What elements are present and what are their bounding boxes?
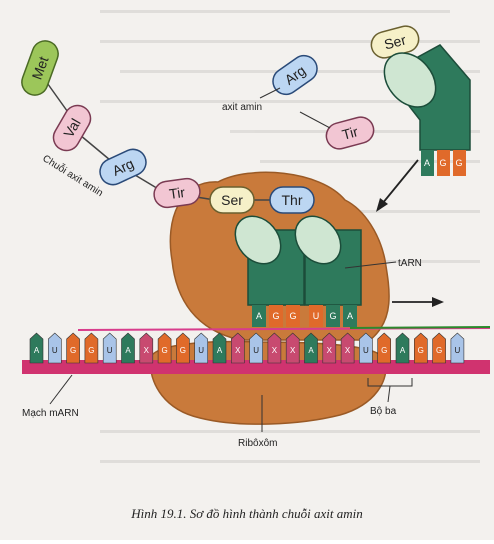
mrna-base-label: A	[34, 346, 40, 355]
direction-arrow-head	[432, 297, 444, 307]
chuoi-axit-amin-label: Chuỗi axit amin	[40, 152, 105, 200]
ribosom-label: Ribôxôm	[238, 438, 277, 449]
mrna-base-label: G	[88, 346, 94, 355]
mrna-base: A	[305, 333, 318, 363]
amino-tir-free: Tir	[323, 114, 376, 152]
trna-left-anticodon-2: G	[272, 311, 279, 321]
figure-caption: Hình 19.1. Sơ đồ hình thành chuỗi axit a…	[0, 506, 494, 522]
mrna-base: X	[286, 333, 299, 363]
amino-thr-chain: Thr	[270, 187, 314, 213]
mrna-base-label: G	[180, 346, 186, 355]
mrna-base-label: G	[70, 346, 76, 355]
trna-free-anticodon-1: A	[424, 158, 430, 168]
amino-tir-chain-label: Tir	[168, 184, 186, 202]
mrna-base: X	[323, 333, 336, 363]
mrna-base-label: U	[198, 346, 204, 355]
mrna-base-label: X	[327, 346, 333, 355]
mrna-base: G	[176, 333, 189, 363]
marn-label-pointer	[50, 375, 72, 404]
mrna-base: G	[378, 333, 391, 363]
mrna-base: U	[250, 333, 263, 363]
mrna-base: A	[213, 333, 226, 363]
trna-right-anticodon-2: G	[329, 311, 336, 321]
mrna-base-label: X	[272, 346, 278, 355]
mrna-base: X	[268, 333, 281, 363]
mrna-base: G	[414, 333, 427, 363]
mrna-base-label: U	[107, 346, 113, 355]
trna-label: tARN	[398, 258, 422, 269]
mrna-base: X	[341, 333, 354, 363]
mrna-base-label: U	[52, 346, 58, 355]
trna-right-anticodon-3: A	[347, 311, 353, 321]
trna-free: A G G	[374, 43, 470, 176]
mrna-base: A	[122, 333, 135, 363]
mrna-base: U	[359, 333, 372, 363]
trna-free-anticodon-3: G	[455, 158, 462, 168]
amino-ser-chain: Ser	[210, 187, 254, 213]
mrna-green-line	[350, 327, 490, 328]
amino-thr-chain-label: Thr	[282, 192, 303, 208]
mrna-base: G	[67, 333, 80, 363]
mrna-base-label: U	[253, 346, 259, 355]
axit-amin-pointer-1	[260, 88, 280, 98]
mrna-base: U	[451, 333, 464, 363]
mrna-base: U	[103, 333, 116, 363]
mrna-base-label: A	[308, 346, 314, 355]
mrna-base-label: G	[418, 346, 424, 355]
mrna-base-label: A	[400, 346, 406, 355]
mrna-base: G	[85, 333, 98, 363]
mrna-base-label: X	[235, 346, 241, 355]
trna-free-anticodon-2: G	[439, 158, 446, 168]
amino-val: Val	[49, 101, 96, 156]
trna-left-anticodon-3: G	[289, 311, 296, 321]
mrna-base-label: X	[290, 346, 296, 355]
mrna-base: X	[140, 333, 153, 363]
mrna-base: G	[158, 333, 171, 363]
mrna-base: A	[30, 333, 43, 363]
mrna-base: U	[48, 333, 61, 363]
amino-ser-chain-label: Ser	[221, 192, 243, 208]
axit-amin-label: axit amin	[222, 102, 262, 113]
mrna-base: G	[433, 333, 446, 363]
mrna-base: A	[396, 333, 409, 363]
mrna-base-label: G	[161, 346, 167, 355]
mrna-base-label: U	[455, 346, 461, 355]
axit-amin-pointer-2	[300, 112, 330, 128]
trna-right-anticodon-1: U	[313, 311, 320, 321]
mrna-base-label: A	[125, 346, 131, 355]
amino-arg-free: Arg	[268, 51, 322, 100]
mrna-base-label: G	[381, 346, 387, 355]
bo-ba-pointer	[388, 386, 390, 402]
mrna-base-label: U	[363, 346, 369, 355]
bo-ba-label: Bộ ba	[370, 406, 397, 417]
entry-arrow	[382, 160, 418, 204]
amino-arg-chain: Arg	[96, 145, 150, 189]
mrna-base-label: A	[217, 346, 223, 355]
trna-left-anticodon-1: A	[256, 311, 262, 321]
mrna-base-label: X	[345, 346, 351, 355]
marn-label: Mạch mARN	[22, 408, 79, 419]
mrna-base: U	[195, 333, 208, 363]
mrna-base-label: X	[144, 346, 150, 355]
mrna-base-label: G	[436, 346, 442, 355]
amino-met: Met	[18, 37, 62, 99]
mrna-base: X	[231, 333, 244, 363]
